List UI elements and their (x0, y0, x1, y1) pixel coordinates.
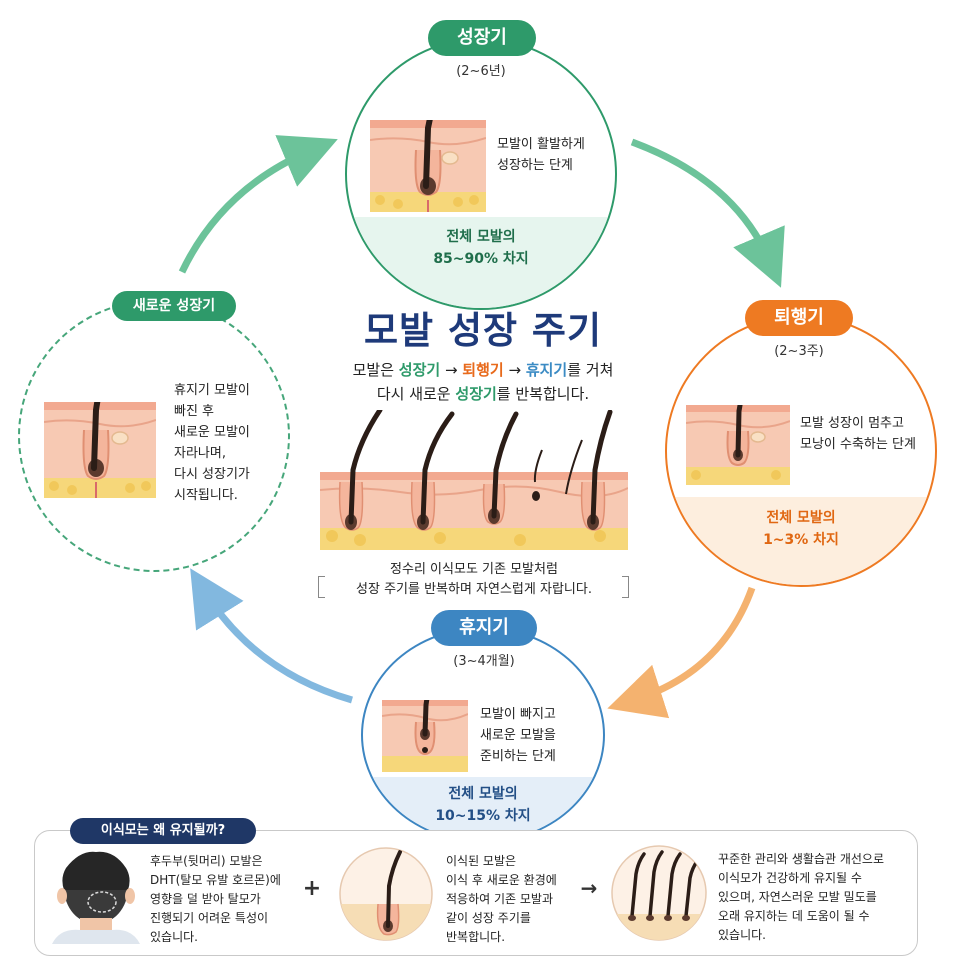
catagen-stat: 전체 모발의 1~3% 차지 (763, 510, 839, 548)
telogen-label: 휴지기 (431, 610, 537, 646)
subtitle-line-2: 다시 새로운 성장기를 반복합니다. (376, 385, 590, 403)
follicle-group (338, 410, 613, 531)
main-title: 모발 성장 주기 (363, 309, 602, 352)
arrow-right-icon: → (580, 876, 598, 900)
anagen-duration: (2~6년) (456, 64, 506, 79)
catagen-label: 퇴행기 (745, 300, 853, 336)
transplant-info-tag: 이식모는 왜 유지될까? (70, 818, 256, 844)
telogen-description: 모발이 빠지고 새로운 모발을 준비하는 단계 (480, 707, 556, 764)
new-anagen-description: 휴지기 모발이 빠진 후 새로운 모발이 자라나며, 다시 성장기가 시작됩니다… (174, 383, 250, 503)
arrow-catagen-to-telogen (607, 586, 756, 719)
new-anagen-label: 새로운 성장기 (112, 291, 236, 321)
plus-sign: + (302, 876, 322, 901)
anagen-stat-band (347, 217, 615, 308)
healthy-hair-illustration (611, 845, 707, 941)
center-caption: 정수리 이식모도 기존 모발처럼 성장 주기를 반복하며 자연스럽게 자랍니다. (356, 562, 592, 597)
anagen-label: 성장기 (428, 20, 536, 56)
new-anagen-follicle-illustration (44, 402, 156, 498)
catagen-duration: (2~3주) (774, 344, 824, 359)
anagen-description: 모발이 활발하게 성장하는 단계 (497, 137, 585, 173)
telogen-duration: (3~4개월) (453, 654, 515, 669)
telogen-stat: 전체 모발의 10~15% 차지 (435, 786, 531, 824)
arrow-anagen-to-catagen (630, 138, 785, 288)
occipital-text: 후두부(뒷머리) 모발은 DHT(탈모 유발 호르몬)에 영향을 덜 받아 탈모… (150, 854, 281, 944)
caption-bracket-right (622, 576, 629, 598)
arrow-telogen-to-new (190, 568, 353, 704)
catagen-follicle-illustration (686, 405, 790, 485)
caption-bracket-left (318, 576, 325, 598)
subtitle-line-1: 모발은 성장기 → 퇴행기 → 휴지기를 거쳐 (352, 361, 614, 379)
subtitle: 모발은 성장기 → 퇴행기 → 휴지기를 거쳐 다시 새로운 성장기를 반복합니… (300, 358, 666, 406)
maintenance-text: 꾸준한 관리와 생활습관 개선으로 이식모가 건강하게 유지될 수 있으며, 자… (718, 852, 885, 942)
transplant-info-box (34, 830, 918, 956)
catagen-stat-band (667, 497, 935, 585)
anagen-follicle-illustration (370, 120, 486, 212)
arrow-new-to-anagen (178, 135, 338, 274)
transplanted-text: 이식된 모발은 이식 후 새로운 환경에 적응하여 기존 모발과 같이 성장 주… (446, 854, 557, 944)
anagen-stat: 전체 모발의 85~90% 차지 (433, 229, 529, 267)
center-scalp-cross-section (320, 410, 628, 550)
catagen-circle (665, 315, 937, 587)
telogen-follicle-illustration (382, 700, 468, 772)
transplanted-follicle-illustration (339, 847, 433, 941)
catagen-description: 모발 성장이 멈추고 모낭이 수축하는 단계 (800, 416, 916, 452)
head-back-illustration (52, 851, 140, 944)
